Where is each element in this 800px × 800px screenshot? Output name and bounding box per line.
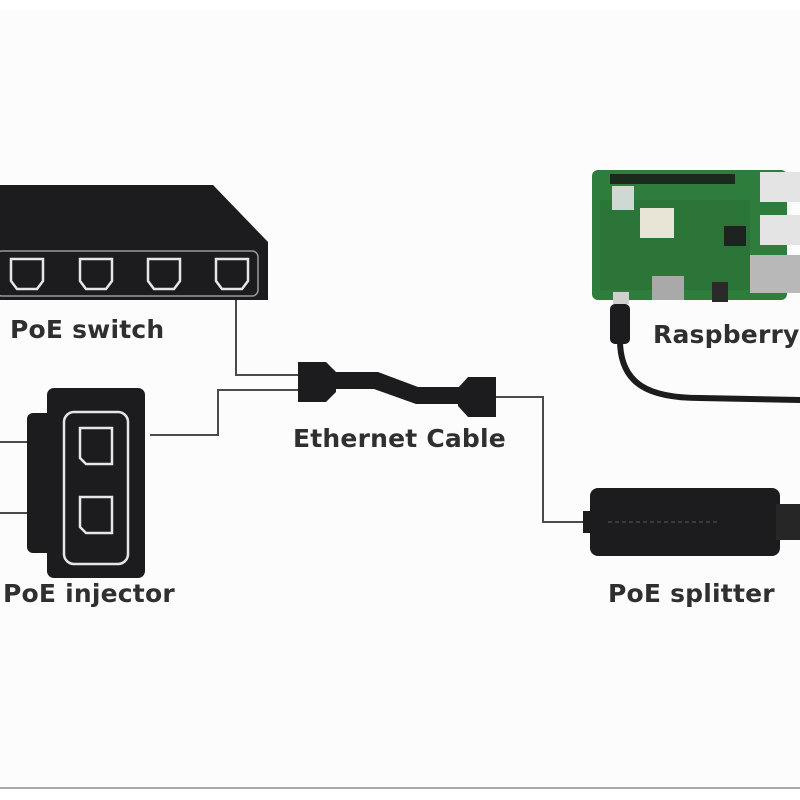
injector-port-frame [62,410,130,566]
pi-micro-usb-plug [613,292,629,304]
switch-top-face [0,185,268,242]
wire-cable-to-splitter [496,396,590,523]
wire-injector-to-cable [150,389,300,436]
switch-port-1 [9,257,45,291]
cable-plug-left [298,362,336,402]
injector-port-1 [78,426,114,466]
switch-port-4 [214,257,250,291]
poe-injector-label: PoE injector [3,579,175,608]
pi-wifi-module [612,186,634,210]
switch-ports [9,257,250,291]
injector-port-2 [78,495,114,535]
bottom-band [0,789,800,800]
ethernet-cable-label: Ethernet Cable [293,424,506,453]
pi-usb-chip [724,226,746,246]
cable-body [334,372,462,404]
ethernet-cable-icon [298,362,496,417]
poe-switch-icon [0,185,268,300]
wire-switch-to-cable [235,300,300,376]
pi-soc-chip [640,208,674,238]
pi-micro-usb-cable-head [610,304,630,344]
raspberry-pi-board-icon [592,170,800,344]
top-band [0,0,800,10]
switch-port-3 [146,257,182,291]
bottom-divider [0,787,800,789]
pi-usb-port-2 [760,215,800,245]
pi-usb-port-1 [760,172,800,202]
pi-audio-jack [712,282,728,302]
poe-splitter-icon [583,488,800,556]
pi-ethernet-port [750,255,800,293]
cable-plug-right [458,377,496,417]
pi-power-cable [617,337,800,403]
injector-body [47,388,145,578]
poe-injector-icon [27,388,145,578]
switch-port-2 [78,257,114,291]
poe-switch-label: PoE switch [10,315,165,344]
pi-hdmi-port [652,276,684,300]
switch-port-panel [0,250,259,297]
pi-gpio-header [610,174,735,184]
poe-splitter-label: PoE splitter [608,579,775,608]
wires [0,300,590,523]
raspberry-pi-label: Raspberry [653,320,800,349]
splitter-strain-relief [776,504,800,540]
